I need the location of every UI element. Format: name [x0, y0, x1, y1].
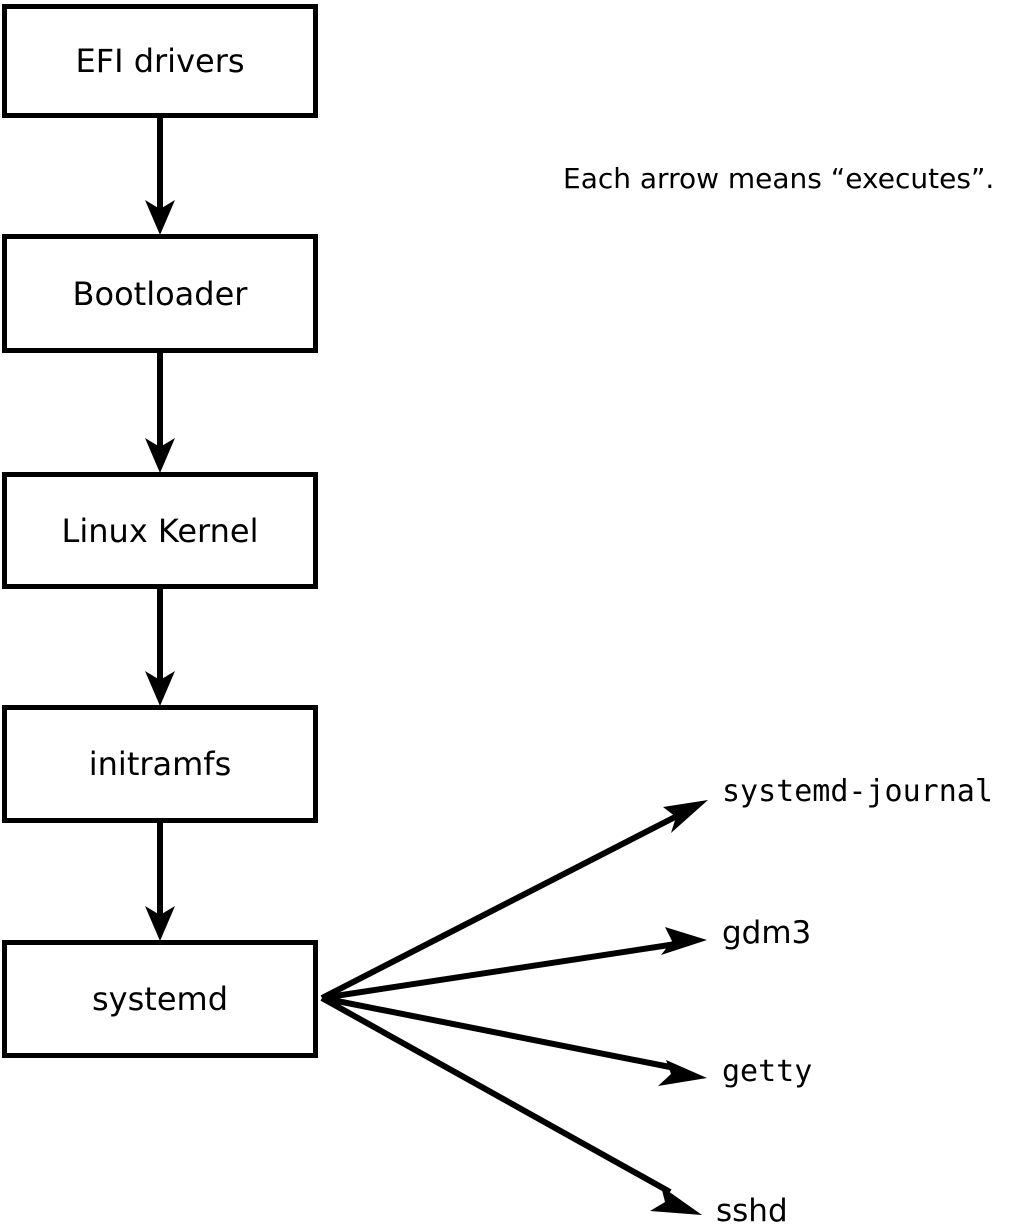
arrow-bootloader-to-linux-kernel	[145, 353, 175, 473]
stage-label-bootloader: Bootloader	[72, 274, 248, 313]
service-label-getty: getty	[722, 1054, 813, 1089]
stage-box-efi-drivers[interactable]: EFI drivers	[2, 4, 318, 118]
arrow-systemd-to-getty	[321, 995, 707, 1086]
arrow-efi-drivers-to-bootloader	[145, 118, 175, 235]
service-label-gdm3: gdm3	[722, 915, 812, 951]
stage-label-systemd: systemd	[92, 980, 228, 1018]
stage-box-linux-kernel[interactable]: Linux Kernel	[2, 472, 318, 589]
stage-box-initramfs[interactable]: initramfs	[2, 705, 318, 823]
arrow-systemd-to-sshd	[320, 995, 702, 1215]
stage-box-bootloader[interactable]: Bootloader	[2, 234, 318, 353]
arrow-initramfs-to-systemd	[145, 823, 175, 941]
stage-label-linux-kernel: Linux Kernel	[61, 511, 259, 550]
service-label-sshd: sshd	[716, 1193, 788, 1229]
arrow-systemd-to-gdm3	[321, 927, 707, 1001]
service-label-systemd-journal: systemd-journal	[722, 774, 993, 809]
arrow-systemd-to-systemd-journal	[320, 800, 708, 1001]
stage-label-initramfs: initramfs	[88, 745, 232, 783]
stage-box-systemd[interactable]: systemd	[2, 940, 318, 1058]
arrow-meaning-note: Each arrow means “executes”.	[563, 162, 995, 195]
stage-label-efi-drivers: EFI drivers	[75, 42, 245, 80]
arrow-linux-kernel-to-initramfs	[145, 589, 175, 706]
